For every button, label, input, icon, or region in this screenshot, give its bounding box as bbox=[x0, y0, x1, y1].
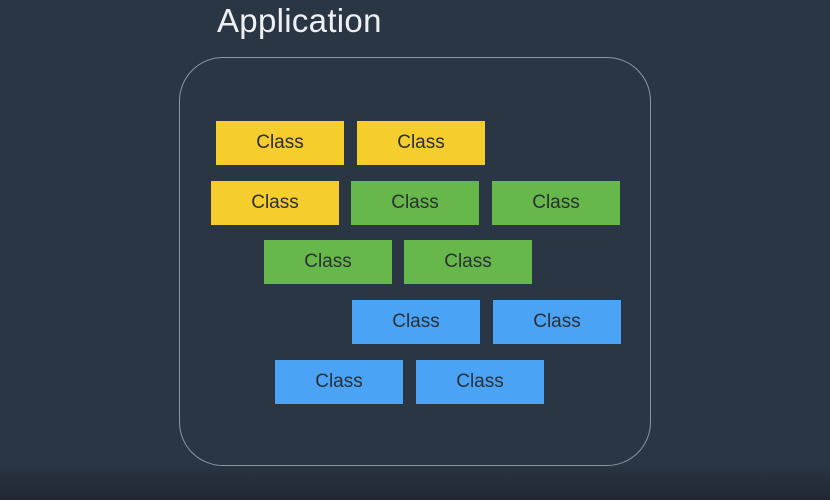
application-container bbox=[179, 57, 651, 466]
class-block: Class bbox=[351, 181, 479, 225]
class-block: Class bbox=[352, 300, 480, 344]
class-block: Class bbox=[493, 300, 621, 344]
class-block: Class bbox=[211, 181, 339, 225]
class-block: Class bbox=[216, 121, 344, 165]
class-block: Class bbox=[416, 360, 544, 404]
class-block: Class bbox=[492, 181, 620, 225]
bottom-shade bbox=[0, 460, 830, 500]
class-block: Class bbox=[404, 240, 532, 284]
class-block: Class bbox=[357, 121, 485, 165]
class-block: Class bbox=[275, 360, 403, 404]
diagram-title: Application bbox=[217, 2, 382, 39]
class-block: Class bbox=[264, 240, 392, 284]
